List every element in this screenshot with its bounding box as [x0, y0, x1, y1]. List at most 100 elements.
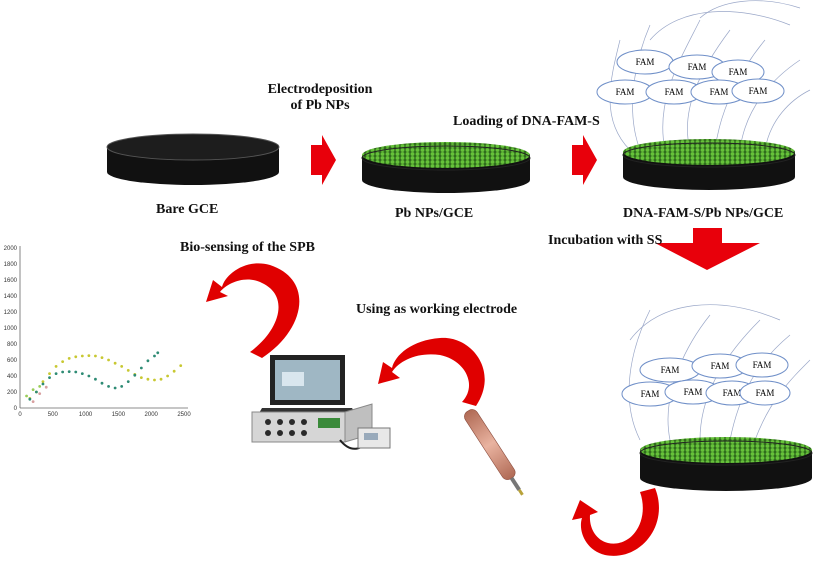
fam-labels-top: FAM FAM FAM FAM FAM FAM FAM — [596, 49, 785, 105]
y-tick-label: 1400 — [4, 294, 18, 300]
working-electrode-rod — [464, 409, 524, 496]
curved-arrow-bio-sensing — [206, 263, 300, 358]
data-point-series-2 — [113, 386, 117, 390]
data-point-series-2 — [74, 370, 78, 374]
data-point-series-1 — [172, 369, 176, 373]
incubated-electrode — [639, 437, 813, 491]
data-point-series-1 — [87, 354, 91, 357]
data-point-series-2 — [80, 372, 84, 375]
fam-ellipse: FAM — [691, 353, 749, 379]
x-tick-label: 2500 — [177, 412, 191, 418]
curved-arrow-working-electrode — [378, 337, 485, 406]
label-electrodeposition: Electrodeposition of Pb NPs — [255, 82, 385, 114]
curved-arrow-bottom — [572, 488, 659, 556]
data-point-series-2 — [61, 370, 65, 374]
y-tick-label: 0 — [14, 406, 18, 412]
data-point-series-1 — [54, 365, 58, 368]
data-point-series-1 — [74, 355, 78, 359]
data-point-series-1 — [166, 374, 170, 378]
fam-label: FAM — [665, 87, 684, 97]
data-point-series-1 — [113, 361, 117, 365]
data-point-series-1 — [159, 377, 163, 381]
data-point-series-3 — [38, 385, 42, 388]
data-point-series-2 — [153, 354, 156, 358]
data-point-series-2 — [139, 366, 143, 370]
data-point-series-2 — [126, 380, 130, 383]
data-point-series-3 — [31, 388, 35, 391]
data-point-series-2 — [87, 374, 91, 378]
data-point-series-1 — [139, 376, 143, 379]
data-point-series-1 — [61, 360, 65, 363]
data-point-series-2 — [107, 385, 110, 388]
fam-ellipse: FAM — [621, 381, 679, 407]
fam-labels-bottom: FAM FAM FAM FAM FAM FAM FAM — [621, 352, 791, 407]
data-point-series-1 — [153, 378, 156, 382]
data-point-series-4 — [31, 400, 35, 403]
y-tick-label: 1200 — [4, 310, 18, 316]
data-point-series-1 — [94, 354, 97, 358]
data-point-series-2 — [41, 382, 45, 386]
data-point-series-1 — [107, 358, 110, 362]
fam-ellipse: FAM — [739, 380, 791, 406]
data-point-series-2 — [100, 381, 104, 385]
y-tick-label: 800 — [7, 342, 18, 348]
x-tick-label: 1000 — [79, 412, 93, 418]
label-pb-nps-gce: Pb NPs/GCE — [395, 206, 474, 221]
fam-ellipse: FAM — [639, 357, 701, 383]
data-point-series-1 — [80, 354, 84, 358]
arrow-right-2 — [572, 135, 597, 185]
data-point-series-1 — [126, 369, 130, 372]
pb-nps-gce-electrode — [361, 142, 531, 193]
label-bio-sensing: Bio-sensing of the SPB — [180, 240, 315, 255]
fam-ellipse: FAM — [645, 79, 703, 105]
x-tick-label: 2000 — [145, 412, 159, 418]
y-tick-label: 1000 — [4, 326, 18, 332]
fam-label: FAM — [616, 87, 635, 97]
fam-label: FAM — [710, 87, 729, 97]
label-bare-gce: Bare GCE — [156, 202, 219, 217]
fam-label: FAM — [756, 388, 775, 398]
data-point-series-2 — [146, 359, 150, 363]
y-tick-label: 600 — [7, 358, 18, 364]
data-point-series-1 — [120, 365, 124, 368]
label-electrodeposition-line1: Electrodeposition — [267, 82, 373, 97]
x-tick-label: 500 — [48, 412, 59, 418]
data-point-series-2 — [120, 385, 124, 388]
fam-ellipse: FAM — [596, 79, 654, 105]
bare-gce-electrode — [106, 133, 280, 185]
fam-label: FAM — [636, 57, 655, 67]
fam-label: FAM — [684, 387, 703, 397]
data-point-series-2 — [133, 373, 137, 377]
fam-label: FAM — [688, 62, 707, 72]
fam-label: FAM — [641, 389, 660, 399]
x-tick-label: 1500 — [112, 412, 126, 418]
data-point-series-1 — [48, 372, 51, 375]
fam-label: FAM — [711, 361, 730, 371]
data-point-series-1 — [41, 380, 45, 383]
fam-label: FAM — [749, 86, 768, 96]
y-tick-label: 2000 — [4, 246, 18, 252]
y-tick-label: 200 — [7, 390, 18, 396]
y-tick-label: 1600 — [4, 278, 18, 284]
fam-label: FAM — [729, 67, 748, 77]
y-tick-label: 400 — [7, 374, 18, 380]
data-point-series-1 — [146, 377, 150, 381]
y-tick-label: 1800 — [4, 262, 18, 268]
label-loading: Loading of DNA-FAM-S — [453, 114, 600, 129]
data-point-series-4 — [38, 392, 42, 395]
arrow-right-1 — [311, 135, 336, 185]
label-dna-fam-s: DNA-FAM-S/Pb NPs/GCE — [623, 206, 784, 221]
label-electrodeposition-line2: of Pb NPs — [290, 98, 350, 113]
data-point-series-2 — [28, 397, 32, 401]
data-point-series-4 — [44, 385, 48, 389]
fam-ellipse: FAM — [731, 78, 785, 104]
label-incubation: Incubation with SS — [548, 233, 663, 248]
data-point-series-2 — [67, 370, 71, 373]
potentiostat-laptop — [251, 355, 391, 450]
arrow-down — [655, 228, 760, 270]
fam-label: FAM — [661, 365, 680, 375]
fam-ellipse: FAM — [616, 49, 674, 75]
data-point-series-1 — [179, 364, 183, 367]
label-working-electrode: Using as working electrode — [356, 302, 518, 317]
